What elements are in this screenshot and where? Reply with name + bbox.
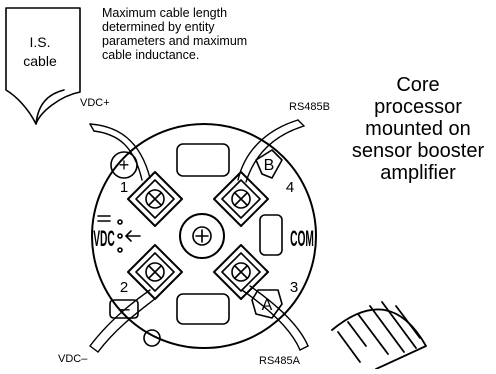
terminal-number-1: 1 bbox=[120, 179, 128, 196]
indicator-dot bbox=[117, 219, 123, 225]
center-screw-plus bbox=[195, 229, 209, 243]
vdc-label: VDC bbox=[93, 225, 115, 251]
wire-label-vdc-plus: VDC+ bbox=[80, 97, 110, 109]
title-line: Core bbox=[396, 74, 440, 96]
terminal-screw-1 bbox=[127, 171, 183, 227]
right-slot bbox=[259, 214, 283, 256]
terminal-number-2: 2 bbox=[120, 279, 128, 296]
amplifier-hatch bbox=[331, 301, 427, 370]
minus-symbol: – bbox=[118, 298, 130, 320]
title-line: amplifier bbox=[380, 162, 456, 184]
cable-tag-line1: I.S. bbox=[29, 34, 50, 50]
cable-note-line: cable inductance. bbox=[102, 48, 200, 62]
cable-length-note: Maximum cable length determined by entit… bbox=[102, 6, 302, 62]
cable-note-line: Maximum cable length bbox=[102, 6, 228, 20]
bottom-slot bbox=[176, 293, 230, 325]
terminal-number-4: 4 bbox=[286, 179, 294, 196]
housing-hole bbox=[143, 329, 161, 347]
b-terminal-badge bbox=[255, 149, 283, 179]
com-label: COM bbox=[290, 225, 314, 251]
arrow-icon bbox=[125, 230, 141, 242]
a-symbol: A bbox=[262, 297, 273, 314]
minus-terminal-badge bbox=[109, 299, 139, 319]
processor-housing bbox=[91, 123, 317, 349]
title-line: sensor booster bbox=[351, 140, 485, 162]
cable-tag-line2: cable bbox=[23, 53, 57, 69]
a-terminal-badge bbox=[251, 289, 283, 319]
wire-label-rs485a: RS485A bbox=[259, 355, 300, 367]
terminal-screw-4 bbox=[213, 171, 269, 227]
cable-note-line: parameters and maximum bbox=[102, 34, 248, 48]
wire-label-rs485b: RS485B bbox=[289, 101, 330, 113]
b-symbol: B bbox=[264, 157, 275, 174]
title-line: processor bbox=[374, 96, 462, 118]
indicator-dot bbox=[117, 233, 123, 239]
cable-tag-fold bbox=[35, 89, 65, 125]
processor-title: Core processor mounted on sensor booster… bbox=[338, 74, 496, 184]
cable-note-line: determined by entity bbox=[102, 20, 215, 34]
wire-rs485a bbox=[241, 285, 309, 351]
wire-rs485b bbox=[237, 119, 305, 183]
wire-label-vdc-minus: VDC– bbox=[58, 353, 88, 365]
terminal-screw-3 bbox=[213, 244, 269, 300]
title-line: mounted on bbox=[365, 118, 471, 140]
indicator-dot bbox=[117, 247, 123, 253]
vdc-dc-bar bbox=[97, 215, 111, 222]
plus-symbol: + bbox=[119, 155, 130, 175]
wire-vdc-minus bbox=[89, 289, 157, 353]
center-screw bbox=[179, 213, 225, 259]
center-screw-inner bbox=[192, 226, 212, 246]
terminal-screw-2 bbox=[127, 244, 183, 300]
terminal-number-3: 3 bbox=[290, 279, 298, 296]
wire-vdc-plus bbox=[89, 123, 151, 181]
top-slot bbox=[176, 143, 230, 177]
